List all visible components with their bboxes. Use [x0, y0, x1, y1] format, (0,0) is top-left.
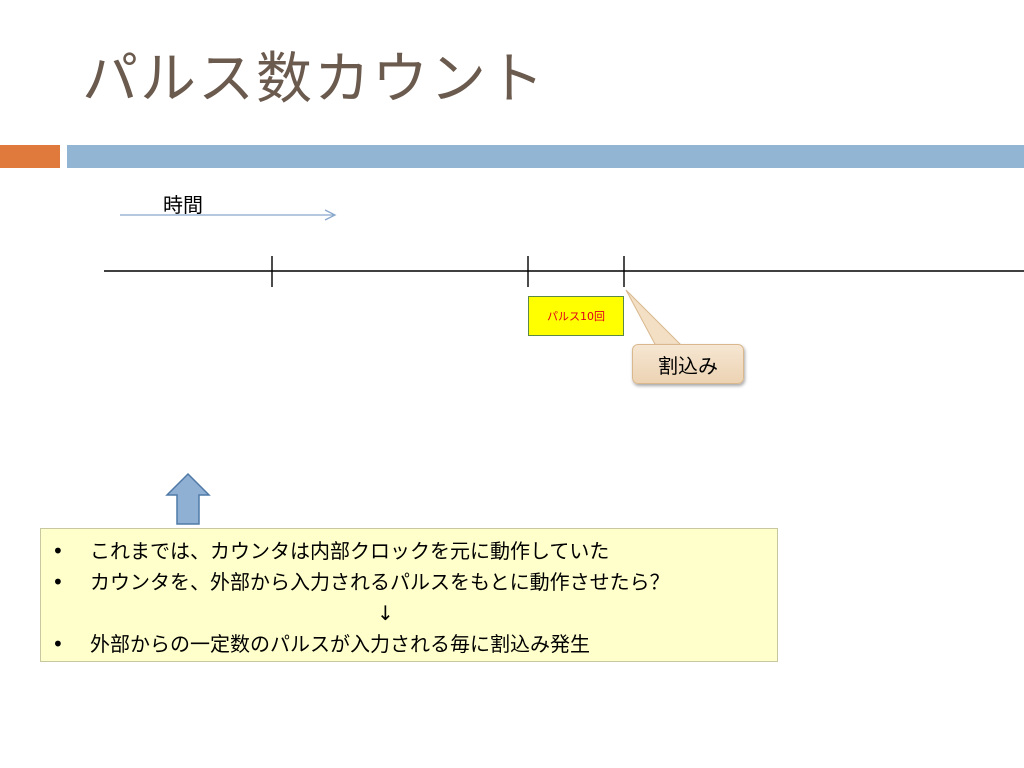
title-divider-bar: [67, 145, 1024, 168]
interrupt-callout: 割込み: [632, 344, 744, 384]
pulse-count-label: パルス10回: [528, 296, 624, 336]
time-arrow-head: [324, 209, 337, 221]
slide-title: パルス数カウント: [82, 47, 546, 112]
callout-pointer: [625, 289, 684, 347]
note-text: 外部からの一定数のパルスが入力される毎に割込み発生: [90, 632, 590, 656]
bullet-icon: •: [52, 570, 64, 594]
pulse-count-box-fill: [528, 296, 624, 336]
note-text: カウンタを、外部から入力されるパルスをもとに動作させたら？: [90, 570, 670, 594]
note-item: • これまでは、カウンタは内部クロックを元に動作していた: [41, 536, 777, 567]
explanation-box: • これまでは、カウンタは内部クロックを元に動作していた • カウンタを、外部か…: [40, 528, 778, 662]
down-arrow-icon: ↓: [377, 601, 394, 625]
title-accent-bar: [0, 145, 60, 168]
time-label: 時間: [163, 193, 203, 217]
bullet-icon: •: [52, 539, 64, 563]
note-item: • カウンタを、外部から入力されるパルスをもとに動作させたら？: [41, 567, 777, 598]
note-arrow-line: ↓: [41, 598, 777, 629]
note-item: • 外部からの一定数のパルスが入力される毎に割込み発生: [41, 629, 777, 660]
note-text: これまでは、カウンタは内部クロックを元に動作していた: [90, 539, 610, 563]
up-arrow-icon: [165, 472, 211, 525]
bullet-icon: •: [52, 632, 64, 656]
